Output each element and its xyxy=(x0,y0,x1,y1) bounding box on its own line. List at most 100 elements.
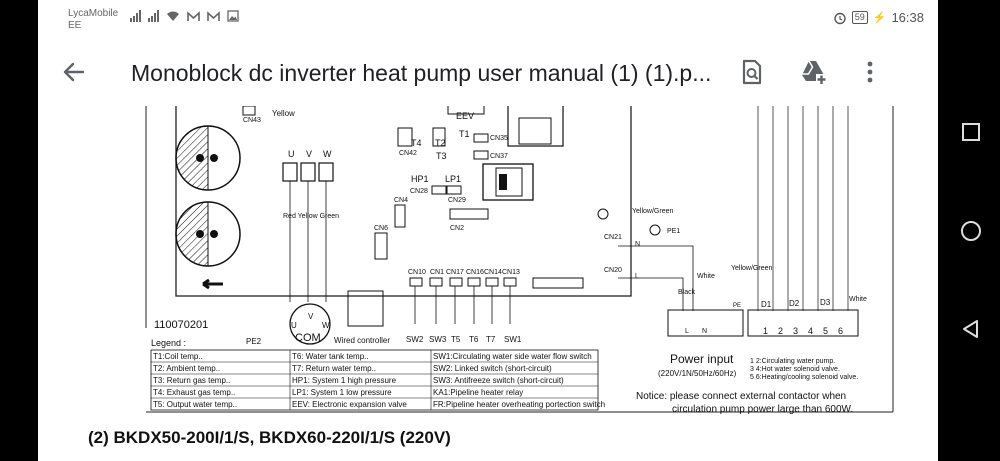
clock-time: 16:38 xyxy=(891,10,924,25)
label-pe: PE xyxy=(733,303,741,309)
label-yellow-green-2: Yellow/Green xyxy=(731,265,772,272)
label-cn16: CN16 xyxy=(466,269,484,276)
charging-icon: ⚡ xyxy=(872,12,887,24)
terminal-desc-2: 3 4:Hot water solenoid valve. xyxy=(750,366,840,373)
legend-cell: LP1: System 1 low pressure xyxy=(292,388,392,397)
label-cn14: CN14 xyxy=(484,269,502,276)
label-white-1: White xyxy=(697,273,715,280)
label-t1: T1 xyxy=(459,129,470,139)
more-options-icon[interactable] xyxy=(856,58,884,86)
label-t4: T4 xyxy=(411,138,422,148)
label-cn1: CN1 xyxy=(430,269,444,276)
terminal-6: 6 xyxy=(838,326,843,336)
label-t2: T2 xyxy=(435,138,446,148)
legend-cell: T7: Return water temp.. xyxy=(292,364,376,373)
legend-cell: SW2: Linked switch (short-circuit) xyxy=(433,364,552,373)
app-bar: Monoblock dc inverter heat pump user man… xyxy=(38,38,938,106)
power-spec: (220V/1N/50Hz/60Hz) xyxy=(658,369,737,378)
terminal-desc-1: 1 2:Circulating water pump. xyxy=(750,358,835,365)
label-t3: T3 xyxy=(436,151,447,161)
label-cn28: CN28 xyxy=(410,188,428,195)
compressor-2 xyxy=(175,201,241,267)
com-label-u: U xyxy=(291,321,297,330)
navigation-bar xyxy=(938,0,1000,461)
label-wire-colors: Red Yellow Green xyxy=(283,213,339,220)
terminal-block: L N 1 2 3 4 5 6 xyxy=(667,309,859,337)
figure-caption: (2) BKDX50-200I/1/S, BKDX60-220I/1/S (22… xyxy=(88,428,451,447)
terminal-desc-3: 5 6:Heating/cooling solenoid valve. xyxy=(750,374,858,381)
label-wired-controller: Wired controller xyxy=(334,336,390,345)
label-cn43: CN43 xyxy=(243,117,261,124)
com-label-v: V xyxy=(308,312,314,321)
label-hp1: HP1 xyxy=(411,174,429,184)
status-right: 59 ⚡ 16:38 xyxy=(833,10,924,25)
label-eev: EEV xyxy=(456,111,474,121)
label-d3: D3 xyxy=(820,298,831,307)
label-t7: T7 xyxy=(486,335,496,344)
label-white-2: White xyxy=(849,296,867,303)
document-page[interactable]: Yellow CN43 EEV CN42 T4 T2 T1 T3 CN35 CN… xyxy=(38,106,938,461)
label-cn21: CN21 xyxy=(604,234,622,241)
legend-table: T1:Coil temp..T6: Water tank temp..SW1:C… xyxy=(150,349,605,411)
label-l: L xyxy=(635,273,639,280)
label-sw2: SW2 xyxy=(406,335,424,344)
gmail-icon xyxy=(207,11,220,21)
back-triangle-icon[interactable] xyxy=(960,318,982,340)
label-sw1: SW1 xyxy=(504,335,522,344)
back-arrow-icon[interactable] xyxy=(60,58,88,86)
terminal-4: 4 xyxy=(808,326,813,336)
label-d2: D2 xyxy=(789,299,800,308)
carrier-info: LycaMobile EE xyxy=(68,8,118,32)
label-t5: T5 xyxy=(451,335,461,344)
signal-icon xyxy=(148,10,159,22)
legend-cell: EEV: Electronic expansion valve xyxy=(292,400,407,409)
home-circle-icon[interactable] xyxy=(960,220,982,242)
gmail-icon xyxy=(187,11,200,21)
legend-cell: T4: Exhaust gas temp.. xyxy=(153,388,235,397)
label-yellow-green-1: Yellow/Green xyxy=(632,208,673,215)
search-document-icon[interactable] xyxy=(738,58,766,86)
alarm-icon xyxy=(834,12,846,24)
label-cn2: CN2 xyxy=(450,225,464,232)
label-lp1: LP1 xyxy=(445,174,461,184)
label-yellow: Yellow xyxy=(272,109,295,118)
legend-cell: SW3: Antifreeze switch (short-circuit) xyxy=(433,376,564,385)
label-t6: T6 xyxy=(469,335,479,344)
label-cn29: CN29 xyxy=(448,197,466,204)
add-to-drive-icon[interactable] xyxy=(799,58,827,86)
label-cn4: CN4 xyxy=(394,197,408,204)
label-sw3: SW3 xyxy=(429,335,447,344)
terminal-1: 1 xyxy=(763,326,768,336)
carrier-network: EE xyxy=(68,20,82,31)
arrow-icon xyxy=(202,278,223,290)
legend-cell: FR:Pipeline heater overheating portectio… xyxy=(433,400,605,409)
label-u: U xyxy=(288,149,295,159)
terminal-l: L xyxy=(685,328,689,335)
compressor-1 xyxy=(175,125,241,191)
label-d1: D1 xyxy=(761,300,772,309)
legend-title: Legend : xyxy=(151,338,186,348)
label-cn6: CN6 xyxy=(374,225,388,232)
document-title: Monoblock dc inverter heat pump user man… xyxy=(131,60,712,86)
legend-cell: SW1:Circulating water side water flow sw… xyxy=(433,352,592,361)
terminal-2: 2 xyxy=(778,326,783,336)
label-cn20: CN20 xyxy=(604,267,622,274)
wiring-diagram: Yellow CN43 EEV CN42 T4 T2 T1 T3 CN35 CN… xyxy=(145,106,894,415)
legend-cell: KA1:Pipeline heater relay xyxy=(433,388,523,397)
power-input-label: Power input xyxy=(670,352,734,366)
status-icons xyxy=(130,10,239,22)
carrier-name: LycaMobile xyxy=(68,8,119,19)
gallery-icon xyxy=(227,10,239,22)
label-v: V xyxy=(306,149,312,159)
status-bar: LycaMobile EE 59 ⚡ 16:38 xyxy=(38,0,938,38)
terminal-3: 3 xyxy=(793,326,798,336)
notice-line-2: circulation pump power large than 600W. xyxy=(672,404,853,415)
legend-cell: T3: Return gas temp.. xyxy=(153,376,230,385)
recents-square-icon[interactable] xyxy=(960,121,982,143)
label-pe1: PE1 xyxy=(667,228,680,235)
label-n: N xyxy=(635,241,640,248)
signal-icon xyxy=(130,10,141,22)
notice-line-1: Notice: please connect external contacto… xyxy=(636,391,846,402)
terminal-5: 5 xyxy=(823,326,828,336)
legend-cell: T2: Ambient temp.. xyxy=(153,364,220,373)
